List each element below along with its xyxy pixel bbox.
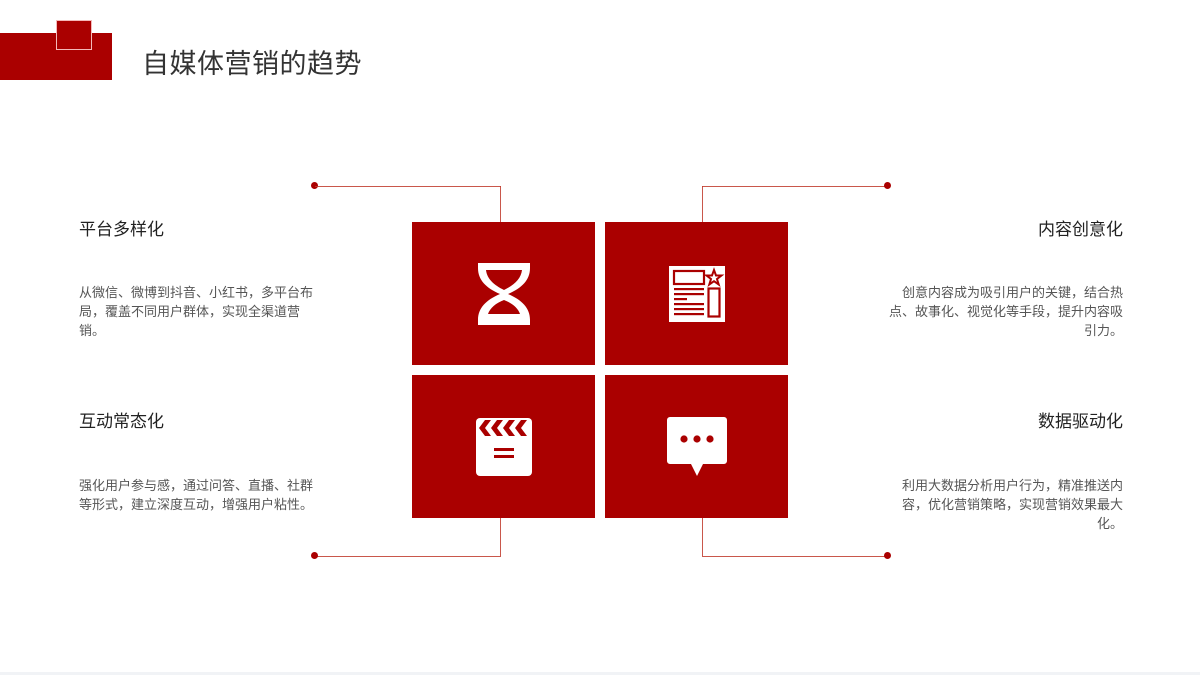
feature-desc-interaction: 强化用户参与感，通过问答、直播、社群等形式，建立深度互动，增强用户粘性。 [79, 479, 314, 513]
feature-desc-platform: 从微信、微博到抖音、小红书，多平台布局，覆盖不同用户群体，实现全渠道营销。 [79, 286, 314, 339]
feature-title-platform: 平台多样化 [79, 220, 164, 240]
connector-line-bottom-right-h [702, 555, 887, 557]
page-title: 自媒体营销的趋势 [142, 49, 362, 80]
feature-title-content: 内容创意化 [1038, 220, 1123, 240]
tile-interaction [412, 375, 595, 518]
connector-line-top-left-v [500, 186, 501, 222]
connector-line-top-left-h [315, 185, 501, 187]
tile-data [605, 375, 788, 518]
connector-line-bottom-left-h [315, 555, 501, 557]
connector-line-top-right-v [702, 186, 703, 222]
header-decoration-square [56, 20, 92, 50]
chat-bubble-icon [666, 416, 727, 476]
connector-line-bottom-left-v [500, 518, 501, 556]
connector-dot-top-right [884, 182, 891, 189]
connector-dot-bottom-right [884, 552, 891, 559]
newspaper-icon [668, 265, 725, 322]
connector-dot-bottom-left [311, 552, 318, 559]
clapperboard-icon [475, 417, 532, 476]
feature-desc-content: 创意内容成为吸引用户的关键，结合热点、故事化、视觉化等手段，提升内容吸引力。 [888, 286, 1123, 339]
connector-line-top-right-h [702, 185, 887, 187]
hourglass-icon [477, 262, 530, 325]
feature-title-interaction: 互动常态化 [79, 412, 164, 432]
tile-content [605, 222, 788, 365]
feature-title-data: 数据驱动化 [1038, 412, 1123, 432]
tile-platform [412, 222, 595, 365]
connector-dot-top-left [311, 182, 318, 189]
feature-desc-data: 利用大数据分析用户行为，精准推送内容，优化营销策略，实现营销效果最大化。 [901, 479, 1123, 532]
connector-line-bottom-right-v [702, 518, 703, 556]
bottom-strip [0, 672, 1200, 675]
